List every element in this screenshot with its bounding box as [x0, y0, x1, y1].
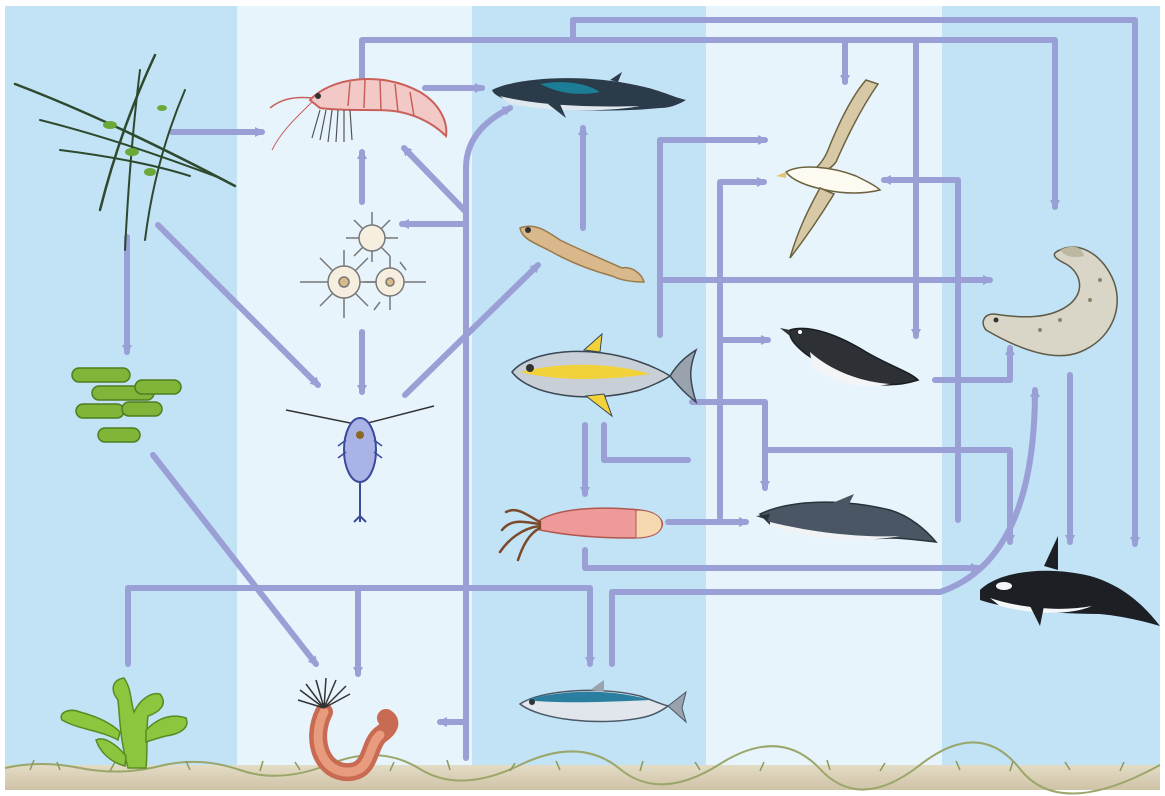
band-tertiary-consumers	[706, 6, 942, 790]
band-top-predators	[942, 6, 1160, 790]
background-bands	[5, 6, 1160, 790]
